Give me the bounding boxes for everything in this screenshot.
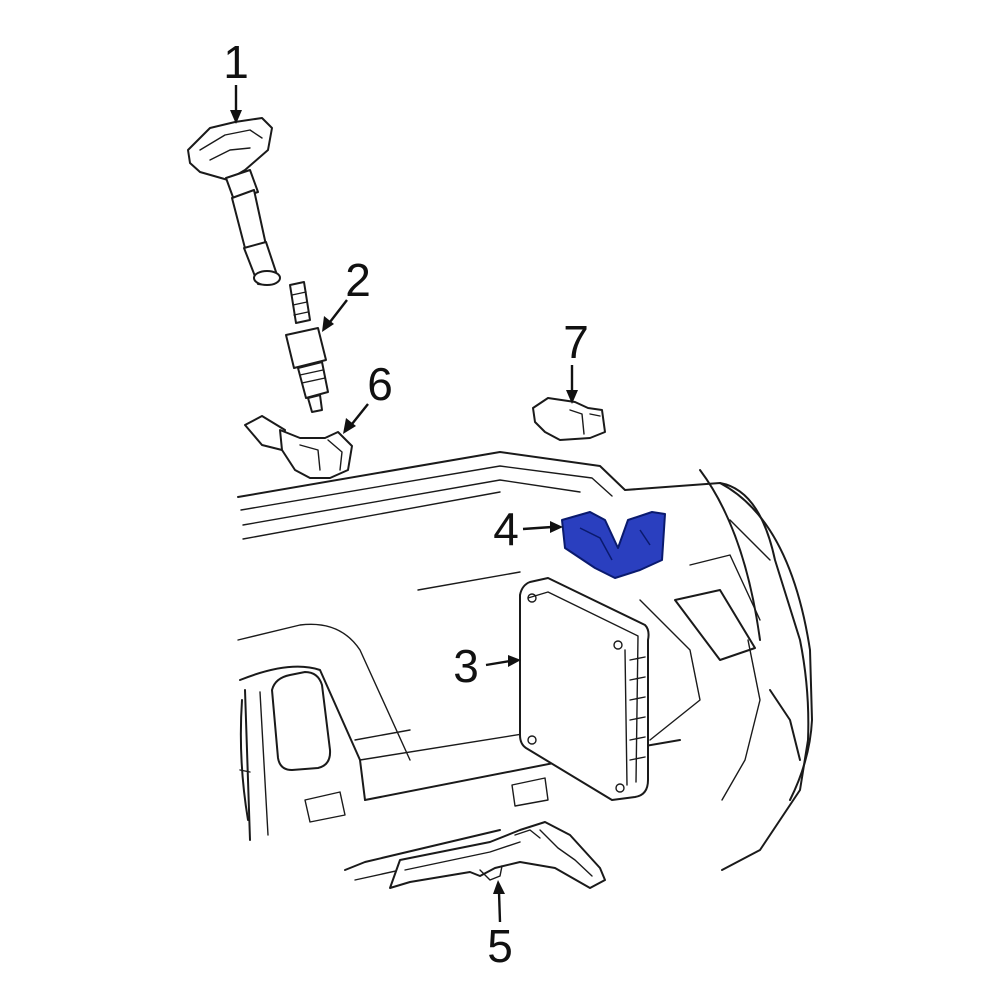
callout-5: 5 xyxy=(487,920,513,972)
callout-1: 1 xyxy=(223,36,249,88)
arrow-head-7 xyxy=(566,390,578,404)
cam-sensor-part[interactable] xyxy=(532,397,606,441)
arrow-3 xyxy=(485,659,511,667)
arrow-2 xyxy=(329,299,348,323)
callout-4: 4 xyxy=(493,503,519,555)
arrow-head-6 xyxy=(343,418,356,434)
arrow-5 xyxy=(497,891,502,923)
arrow-4 xyxy=(522,525,553,531)
arrow-6 xyxy=(351,403,369,425)
lower-bracket-part[interactable] xyxy=(389,821,606,889)
dashboard-body xyxy=(237,451,813,881)
crank-sensor-part[interactable] xyxy=(244,415,353,479)
callout-2: 2 xyxy=(345,254,371,306)
ecu-bracket-part-highlighted[interactable] xyxy=(561,511,666,579)
arrow-head-5 xyxy=(493,880,505,894)
callout-labels: 1 2 3 4 5 6 7 xyxy=(223,36,589,972)
spark-plug-part[interactable] xyxy=(285,281,329,413)
callout-arrows xyxy=(230,85,578,923)
callout-7: 7 xyxy=(563,316,589,368)
arrow-head-3 xyxy=(508,655,521,667)
callout-3: 3 xyxy=(453,640,479,692)
arrow-head-1 xyxy=(230,110,242,124)
arrow-head-2 xyxy=(322,316,334,332)
ignition-coil-part[interactable] xyxy=(187,117,281,286)
callout-6: 6 xyxy=(367,358,393,410)
ecu-module-part[interactable] xyxy=(519,577,650,801)
arrow-head-4 xyxy=(550,521,563,533)
